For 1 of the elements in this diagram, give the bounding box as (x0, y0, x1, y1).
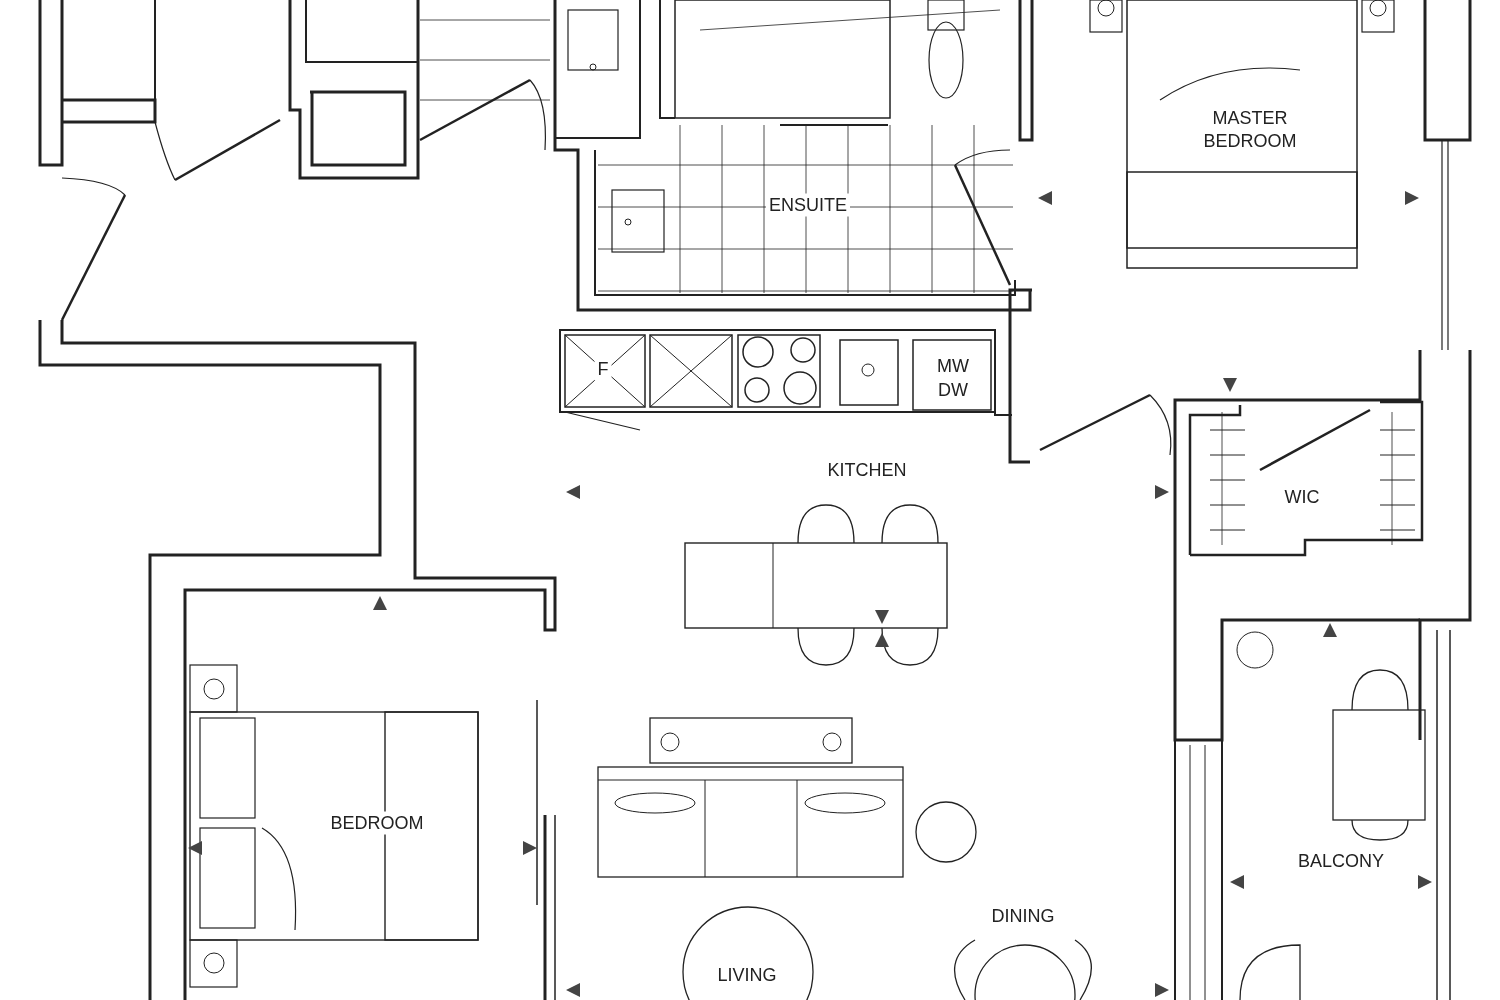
room-label: ENSUITE (766, 193, 850, 217)
